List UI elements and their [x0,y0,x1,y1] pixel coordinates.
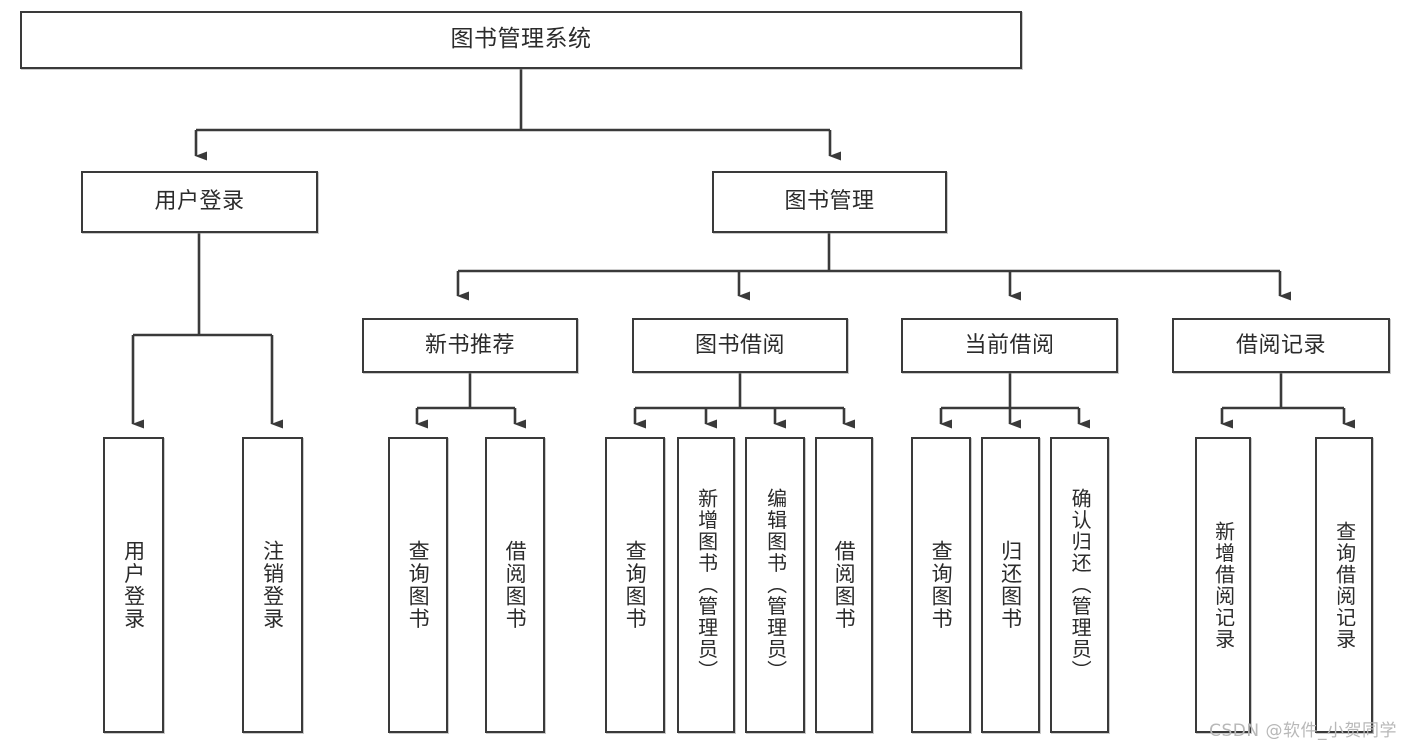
leaf-add-book-admin[interactable]: 新增图书（管理员） [677,437,735,733]
leaf-query-borrow-record[interactable]: 查询借阅记录 [1315,437,1373,733]
node-label: 确认归还（管理员） [1068,488,1093,682]
node-label: 查询图书 [406,540,431,630]
leaf-logout[interactable]: 注销登录 [242,437,303,733]
node-label: 查询借阅记录 [1332,520,1357,650]
leaf-confirm-return-admin[interactable]: 确认归还（管理员） [1050,437,1109,733]
node-label: 用户登录 [121,540,146,630]
node-root-book-management-system[interactable]: 图书管理系统 [20,11,1022,69]
node-new-book-recommend[interactable]: 新书推荐 [362,318,578,373]
node-label: 查询图书 [929,540,954,630]
node-label: 新书推荐 [424,332,515,358]
leaf-query-book-current[interactable]: 查询图书 [911,437,971,733]
node-label: 新增图书（管理员） [694,488,719,682]
node-label: 用户登录 [154,189,245,215]
leaf-edit-book-admin[interactable]: 编辑图书（管理员） [745,437,805,733]
leaf-return-book[interactable]: 归还图书 [981,437,1040,733]
node-label: 新增借阅记录 [1211,520,1236,650]
node-label: 借阅图书 [503,540,528,630]
node-label: 借阅记录 [1235,332,1326,358]
leaf-borrow-book-recommend[interactable]: 借阅图书 [485,437,545,733]
node-borrow-record[interactable]: 借阅记录 [1172,318,1390,373]
node-label: 图书管理系统 [450,26,592,53]
node-book-borrow[interactable]: 图书借阅 [632,318,848,373]
node-label: 当前借阅 [964,332,1055,358]
node-user-login[interactable]: 用户登录 [81,171,318,233]
node-label: 注销登录 [260,540,285,630]
leaf-query-book-recommend[interactable]: 查询图书 [388,437,448,733]
node-label: 图书管理 [784,189,875,215]
csdn-watermark: CSDN @软件_小贺同学 [1209,721,1397,741]
leaf-add-borrow-record[interactable]: 新增借阅记录 [1195,437,1251,733]
node-label: 查询图书 [623,540,648,630]
node-label: 归还图书 [998,540,1023,630]
leaf-user-login[interactable]: 用户登录 [103,437,164,733]
node-label: 编辑图书（管理员） [763,488,788,682]
node-book-management[interactable]: 图书管理 [712,171,947,233]
node-label: 借阅图书 [832,540,857,630]
node-current-borrow[interactable]: 当前借阅 [901,318,1118,373]
node-label: 图书借阅 [694,332,785,358]
leaf-borrow-book[interactable]: 借阅图书 [815,437,873,733]
leaf-query-book-borrow[interactable]: 查询图书 [605,437,665,733]
